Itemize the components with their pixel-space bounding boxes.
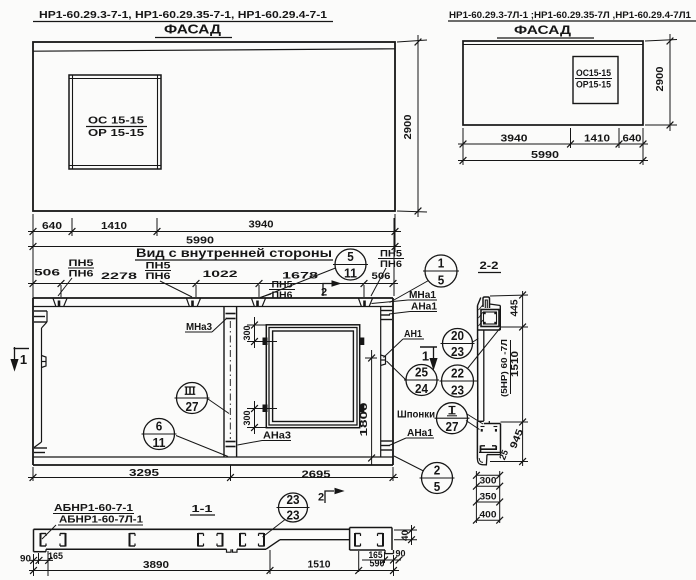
svg-text:165: 165 xyxy=(48,551,64,562)
svg-text:90: 90 xyxy=(396,549,406,560)
svg-text:ОС 15-15: ОС 15-15 xyxy=(88,115,144,127)
svg-text:НР1-60.29.3-7Л-1 ;НР1-60.29.35: НР1-60.29.3-7Л-1 ;НР1-60.29.35-7Л ,НР1-6… xyxy=(449,10,692,21)
svg-text:НР1-60.29.3-7-1, НР1-60.29.35: НР1-60.29.3-7-1, НР1-60.29.35-7-1, НР1-6… xyxy=(39,9,327,21)
svg-text:3890: 3890 xyxy=(143,560,170,571)
svg-text:2278: 2278 xyxy=(101,271,137,282)
svg-text:1410: 1410 xyxy=(101,221,128,232)
svg-text:5: 5 xyxy=(347,250,354,264)
svg-text:11: 11 xyxy=(153,436,166,450)
svg-text:6: 6 xyxy=(156,420,163,434)
svg-text:АБНР1-60-7Л-1: АБНР1-60-7Л-1 xyxy=(59,515,143,526)
svg-text:2: 2 xyxy=(321,287,327,299)
svg-text:3940: 3940 xyxy=(501,134,529,145)
svg-text:40: 40 xyxy=(400,530,411,541)
svg-text:27: 27 xyxy=(446,420,459,434)
svg-text:ПН5: ПН5 xyxy=(272,280,293,290)
svg-text:ОР15-15: ОР15-15 xyxy=(576,80,611,90)
svg-text:ФАСАД: ФАСАД xyxy=(164,22,222,37)
svg-text:ПН6: ПН6 xyxy=(146,271,171,281)
svg-text:23: 23 xyxy=(287,509,300,523)
svg-text:2: 2 xyxy=(318,492,324,504)
svg-text:20: 20 xyxy=(451,329,464,343)
svg-text:350: 350 xyxy=(480,492,497,503)
svg-text:АНа1: АНа1 xyxy=(407,428,433,439)
svg-text:2900: 2900 xyxy=(403,114,414,139)
svg-text:ПН5: ПН5 xyxy=(380,249,402,259)
svg-text:23: 23 xyxy=(287,493,300,507)
svg-text:МНа1: МНа1 xyxy=(409,290,436,301)
svg-text:5: 5 xyxy=(438,274,445,288)
svg-text:11: 11 xyxy=(344,267,357,281)
svg-text:5: 5 xyxy=(434,480,441,494)
svg-text:2900: 2900 xyxy=(655,66,666,91)
svg-text:ОС15-15: ОС15-15 xyxy=(576,68,611,78)
svg-text:445: 445 xyxy=(510,299,521,316)
svg-text:640: 640 xyxy=(623,134,642,145)
svg-text:1800: 1800 xyxy=(359,402,370,437)
svg-text:2-2: 2-2 xyxy=(480,260,499,272)
svg-text:23: 23 xyxy=(451,384,464,398)
svg-text:22: 22 xyxy=(451,367,464,381)
svg-text:2: 2 xyxy=(434,464,441,478)
svg-text:1510: 1510 xyxy=(510,350,521,377)
svg-text:ПН5: ПН5 xyxy=(146,261,171,271)
svg-text:1410: 1410 xyxy=(584,134,611,145)
svg-text:АН1: АН1 xyxy=(404,329,422,340)
svg-text:1: 1 xyxy=(438,257,445,271)
svg-text:300: 300 xyxy=(480,476,497,487)
svg-text:АБНР1-60-7-1: АБНР1-60-7-1 xyxy=(54,503,134,514)
svg-text:ПН6: ПН6 xyxy=(272,290,293,300)
svg-text:Шпонки: Шпонки xyxy=(397,410,435,421)
svg-text:640: 640 xyxy=(42,221,63,232)
svg-text:1678: 1678 xyxy=(282,271,318,282)
svg-text:2695: 2695 xyxy=(302,469,331,481)
svg-text:АНа3: АНа3 xyxy=(263,431,291,442)
svg-text:300: 300 xyxy=(242,326,252,341)
svg-text:1022: 1022 xyxy=(203,269,238,280)
svg-text:23: 23 xyxy=(451,345,464,359)
svg-text:МНа3: МНа3 xyxy=(186,322,212,333)
svg-text:165: 165 xyxy=(369,550,384,561)
svg-text:1-1: 1-1 xyxy=(192,503,213,515)
svg-text:ПН6: ПН6 xyxy=(380,259,402,269)
svg-text:1: 1 xyxy=(20,352,27,367)
svg-text:Вид с внутренней стороны: Вид с внутренней стороны xyxy=(136,246,332,260)
svg-text:25: 25 xyxy=(415,366,428,380)
svg-text:1: 1 xyxy=(422,349,429,364)
svg-text:25: 25 xyxy=(497,448,510,461)
svg-text:300: 300 xyxy=(242,411,252,426)
svg-text:ПН5: ПН5 xyxy=(69,258,94,268)
svg-text:24: 24 xyxy=(415,382,428,396)
svg-text:90: 90 xyxy=(20,554,31,565)
svg-text:АНа1: АНа1 xyxy=(411,302,437,313)
svg-text:3940: 3940 xyxy=(249,220,274,231)
svg-text:5990: 5990 xyxy=(531,150,560,161)
svg-text:ПН6: ПН6 xyxy=(69,269,94,279)
svg-text:400: 400 xyxy=(480,510,497,521)
svg-text:ОР 15-15: ОР 15-15 xyxy=(88,127,144,139)
svg-text:ФАСАД: ФАСАД xyxy=(514,23,572,37)
svg-text:1510: 1510 xyxy=(308,560,331,571)
svg-text:(5НР) 60 -7Л: (5НР) 60 -7Л xyxy=(500,339,509,397)
svg-text:506: 506 xyxy=(34,268,60,279)
svg-text:3295: 3295 xyxy=(129,467,159,479)
svg-text:590: 590 xyxy=(370,559,385,570)
svg-text:27: 27 xyxy=(186,400,199,414)
svg-text:5990: 5990 xyxy=(186,236,215,247)
